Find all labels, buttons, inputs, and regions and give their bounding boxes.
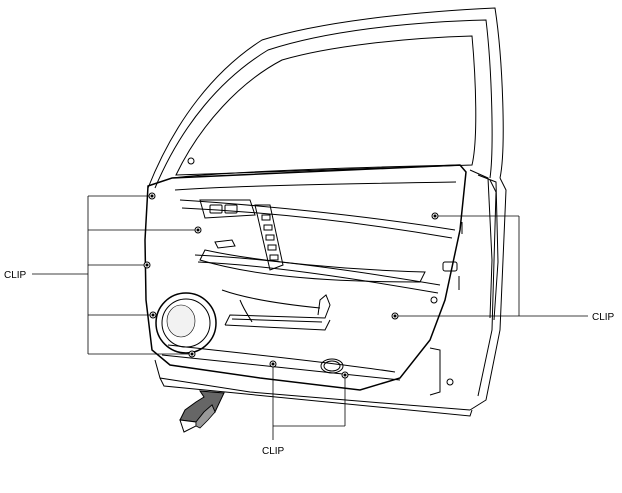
clip-label-left: CLIP (4, 270, 27, 281)
door-frame (147, 7, 507, 417)
clip-markers (143, 192, 439, 379)
clip-marker-icon (149, 311, 157, 319)
clip-marker-icon (391, 312, 399, 320)
clip-marker-icon (188, 350, 196, 358)
leader-lines (32, 195, 588, 440)
clip-marker-icon (431, 212, 439, 220)
clip-marker-icon (341, 371, 349, 379)
clip-marker-icon (143, 261, 151, 269)
clip-label-right: CLIP (592, 312, 615, 323)
clip-marker-icon (194, 226, 202, 234)
clip-label-bottom: CLIP (262, 446, 285, 457)
door-trim-panel (144, 164, 467, 391)
clip-marker-icon (269, 360, 277, 368)
curved-arrow-icon (179, 390, 225, 433)
clip-marker-icon (148, 192, 156, 200)
